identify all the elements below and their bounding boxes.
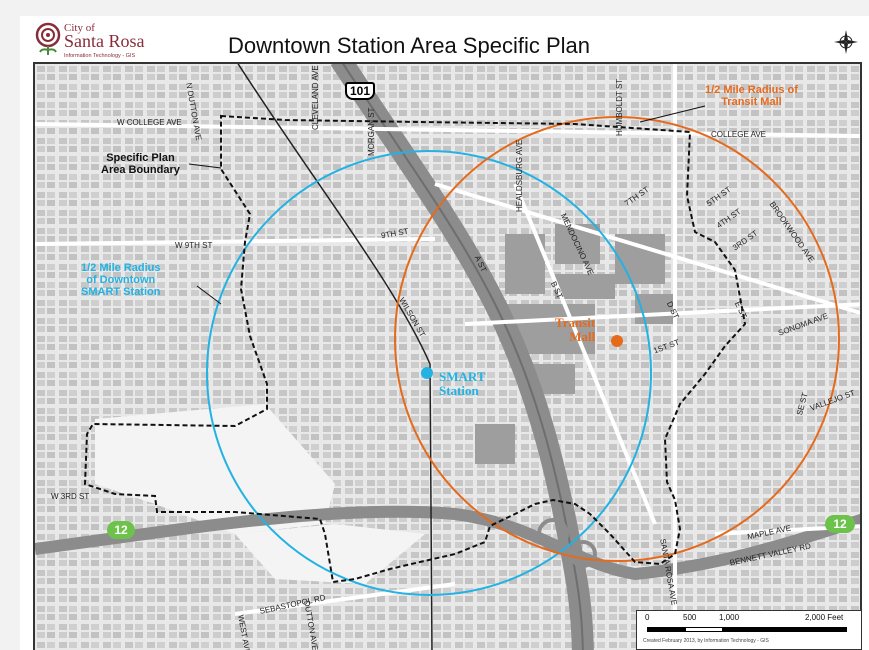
scale-segment [647, 627, 685, 632]
specific-plan-boundary-label: Specific Plan Area Boundary [101, 152, 180, 176]
logo-city-name: Santa Rosa [64, 31, 145, 51]
transit-radius-leader [639, 105, 706, 123]
map-canvas [35, 64, 860, 650]
smart-rail-line [237, 64, 433, 650]
street-label: W COLLEGE AVE [117, 118, 182, 127]
map-viewport[interactable]: N DUTTON AVE CLEVELAND AVE MORGAN ST HUM… [33, 62, 862, 650]
map-title: Downtown Station Area Specific Plan [228, 33, 590, 58]
interchange-loop [537, 518, 569, 550]
ca-12-shield-left: 12 [107, 521, 135, 539]
smart-radius-leader [196, 285, 222, 305]
highway-12 [35, 505, 860, 581]
us-101-freeway [330, 64, 594, 650]
city-logo: City of Santa Rosa Information Technolog… [34, 22, 184, 64]
scale-bar: 0 500 1,000 2,000 Feet Created February … [636, 610, 862, 650]
boundary-leader [188, 163, 222, 169]
specific-plan-boundary [83, 114, 747, 584]
street-label: HUMBOLDT ST [615, 78, 624, 136]
interchange-loop [569, 540, 597, 568]
scale-segment [685, 627, 723, 632]
us-101-shield: 101 [345, 82, 376, 100]
urban-fabric [35, 64, 860, 650]
transit-radius-circle [394, 116, 840, 562]
street-label: W 3RD ST [51, 492, 90, 501]
transit-mall-marker[interactable] [611, 335, 623, 347]
street-label: COLLEGE AVE [711, 130, 766, 139]
smart-station-marker[interactable] [421, 367, 433, 379]
scale-tick: 1,000 [719, 613, 740, 622]
map-credit: Created February 2013, by Information Te… [643, 638, 769, 644]
scale-tick: 0 [645, 613, 650, 622]
street-label: MORGAN ST [367, 107, 376, 156]
street-label: W 9TH ST [175, 241, 213, 250]
transit-radius-label: 1/2 Mile Radius of Transit Mall [705, 84, 798, 108]
rose-icon [35, 22, 61, 55]
scale-tick: 500 [683, 613, 697, 622]
logo-city-of: City of [64, 22, 95, 34]
scale-tick: 2,000 Feet [805, 613, 844, 622]
street-label: CLEVELAND AVE [311, 65, 320, 130]
scale-segment [723, 627, 847, 632]
smart-radius-circle [206, 150, 652, 596]
smart-station-label: SMART Station [439, 369, 486, 398]
logo-department: Information Technology - GIS [64, 53, 136, 59]
street-label: HEALDSBURG AVE [515, 139, 524, 212]
ca-12-shield-right: 12 [825, 515, 855, 533]
compass-rose-icon [834, 30, 858, 54]
transit-mall-label: Transit Mall [555, 315, 596, 344]
smart-radius-label: 1/2 Mile Radius of Downtown SMART Statio… [81, 262, 161, 298]
